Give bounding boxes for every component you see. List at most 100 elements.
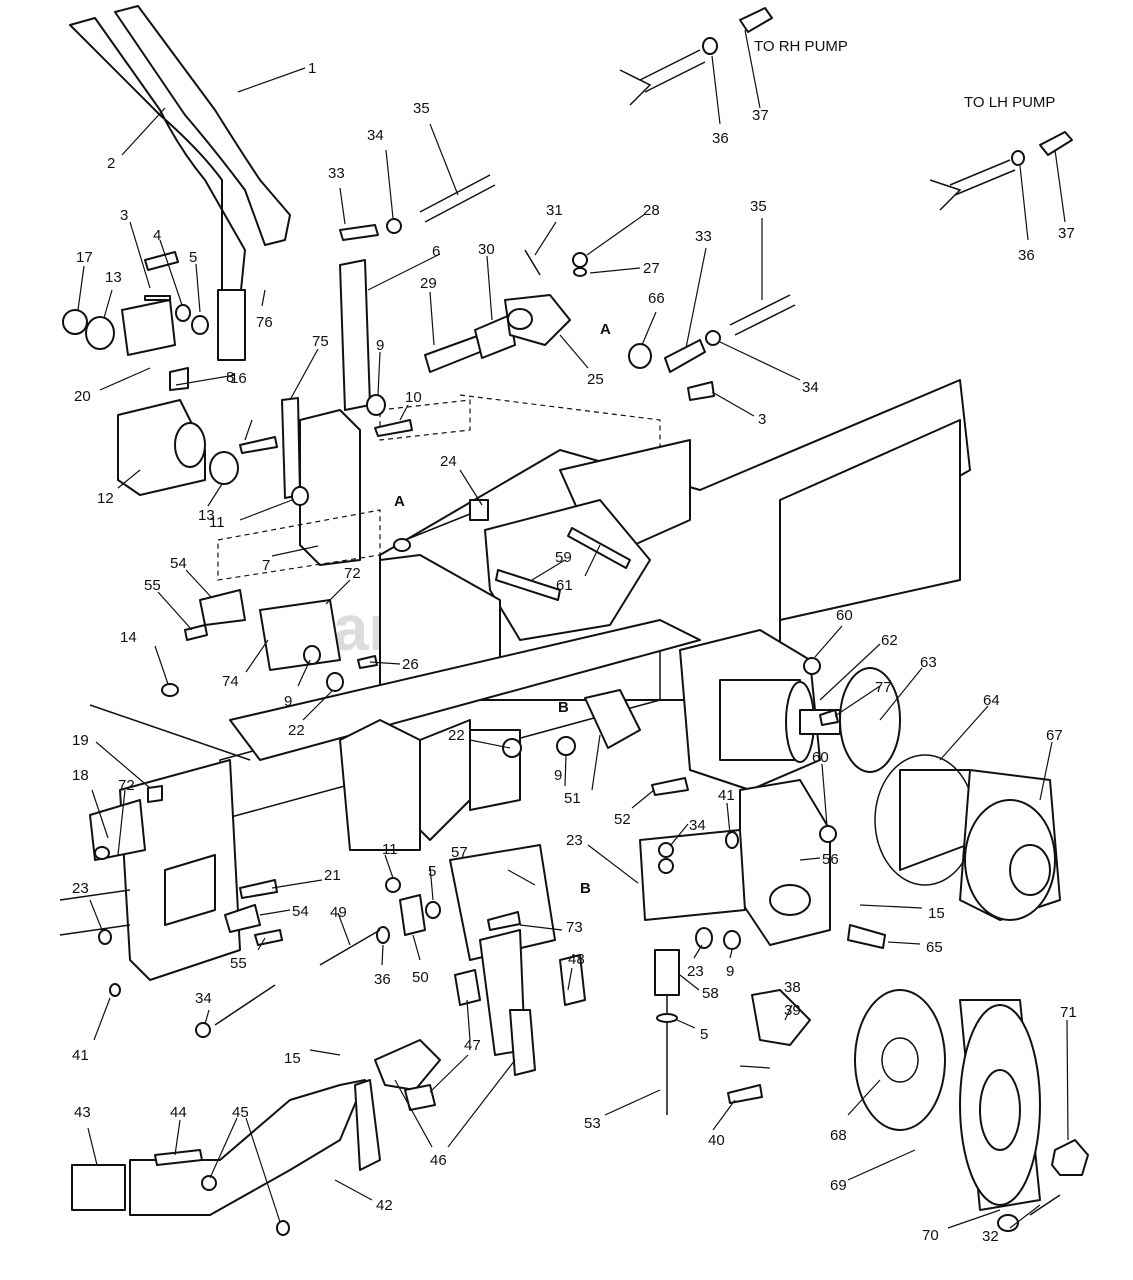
- callout-15b: 15: [928, 905, 945, 922]
- callout-22b: 22: [448, 727, 465, 744]
- note-to-rh-pump: TO RH PUMP: [754, 38, 848, 55]
- callout-60: 60: [836, 607, 853, 624]
- callout-3b: 3: [758, 411, 766, 428]
- callout-68: 68: [830, 1127, 847, 1144]
- callout-11b: 11: [382, 841, 398, 858]
- yokes: [374, 969, 536, 1111]
- callout-47: 47: [464, 1037, 481, 1054]
- pump-rods: [419, 7, 1073, 336]
- control-handles: [69, 5, 291, 361]
- callout-15: 15: [284, 1050, 301, 1067]
- callout-6: 6: [432, 243, 440, 260]
- callout-33: 33: [328, 165, 345, 182]
- callout-18: 18: [72, 767, 89, 784]
- callout-23b: 23: [566, 832, 583, 849]
- callout-59: 59: [555, 549, 572, 566]
- callout-50: 50: [412, 969, 429, 986]
- callout-54b: 54: [292, 903, 309, 920]
- callout-10: 10: [405, 389, 422, 406]
- callout-45: 45: [232, 1104, 249, 1121]
- callout-71: 71: [1060, 1004, 1077, 1021]
- callout-37: 37: [752, 107, 769, 124]
- callout-36c: 36: [374, 971, 391, 988]
- note-to-lh-pump: TO LH PUMP: [964, 94, 1055, 111]
- callout-39: 39: [784, 1002, 801, 1019]
- section-letter-b-upper: B: [558, 699, 569, 716]
- callout-8: 8: [226, 369, 234, 386]
- callout-17: 17: [76, 249, 93, 266]
- spring-rod: [654, 949, 680, 1115]
- pedal-arm: [71, 1079, 381, 1216]
- callout-13b: 13: [198, 507, 215, 524]
- callout-62: 62: [881, 632, 898, 649]
- callout-74: 74: [222, 673, 239, 690]
- callout-29: 29: [420, 275, 437, 292]
- spring-assembly-top: [424, 249, 721, 401]
- callout-12: 12: [97, 490, 114, 507]
- callout-51: 51: [564, 790, 581, 807]
- callout-33b: 33: [695, 228, 712, 245]
- callout-43: 43: [74, 1104, 91, 1121]
- section-letter-a-top: A: [600, 321, 611, 338]
- callout-57: 57: [451, 844, 468, 861]
- callout-32: 32: [982, 1228, 999, 1245]
- callout-38: 38: [784, 979, 801, 996]
- callout-63: 63: [920, 654, 937, 671]
- callout-70: 70: [922, 1227, 939, 1244]
- callout-26: 26: [402, 656, 419, 673]
- callout-34d: 34: [195, 990, 212, 1007]
- callout-35: 35: [413, 100, 430, 117]
- callout-75: 75: [312, 333, 329, 350]
- callout-49: 49: [330, 904, 347, 921]
- callout-5c: 5: [700, 1026, 708, 1043]
- wheel-assembly: [854, 989, 1089, 1232]
- callout-2: 2: [107, 155, 115, 172]
- section-letter-b-lower: B: [580, 880, 591, 897]
- callout-11: 11: [209, 514, 225, 531]
- callout-61: 61: [556, 577, 573, 594]
- linkage-bars-center: [217, 259, 471, 581]
- callout-36: 36: [712, 130, 729, 147]
- callout-67: 67: [1046, 727, 1063, 744]
- section-letter-a-left: A: [394, 493, 405, 510]
- callout-4: 4: [153, 227, 161, 244]
- callout-24: 24: [440, 453, 457, 470]
- small-hardware: [94, 218, 886, 1236]
- callout-25: 25: [587, 371, 604, 388]
- callout-23: 23: [72, 880, 89, 897]
- callout-36b: 36: [1018, 247, 1035, 264]
- callout-5b: 5: [428, 863, 436, 880]
- callout-40: 40: [708, 1132, 725, 1149]
- callout-72b: 72: [118, 777, 135, 794]
- callout-20: 20: [74, 388, 91, 405]
- callout-41b: 41: [72, 1047, 89, 1064]
- callout-64: 64: [983, 692, 1000, 709]
- callout-35b: 35: [750, 198, 767, 215]
- transmission-assembly: [679, 629, 1061, 921]
- callout-54: 54: [170, 555, 187, 572]
- callout-55b: 55: [230, 955, 247, 972]
- callout-14: 14: [120, 629, 137, 646]
- leader-lines: [77, 29, 1069, 1229]
- callout-3: 3: [120, 207, 128, 224]
- callout-34c: 34: [689, 817, 706, 834]
- callout-34b: 34: [802, 379, 819, 396]
- callout-34: 34: [367, 127, 384, 144]
- callout-42: 42: [376, 1197, 393, 1214]
- callout-5: 5: [189, 249, 197, 266]
- callout-65: 65: [926, 939, 943, 956]
- bracket-center: [199, 589, 521, 851]
- callout-53: 53: [584, 1115, 601, 1132]
- callout-48: 48: [568, 951, 585, 968]
- callout-77: 77: [875, 679, 892, 696]
- callout-66: 66: [648, 290, 665, 307]
- callout-1: 1: [308, 60, 316, 77]
- callout-56: 56: [822, 851, 839, 868]
- callout-9d: 9: [726, 963, 734, 980]
- callout-9c: 9: [554, 767, 562, 784]
- callout-31: 31: [546, 202, 563, 219]
- callout-9b: 9: [284, 693, 292, 710]
- callout-22: 22: [288, 722, 305, 739]
